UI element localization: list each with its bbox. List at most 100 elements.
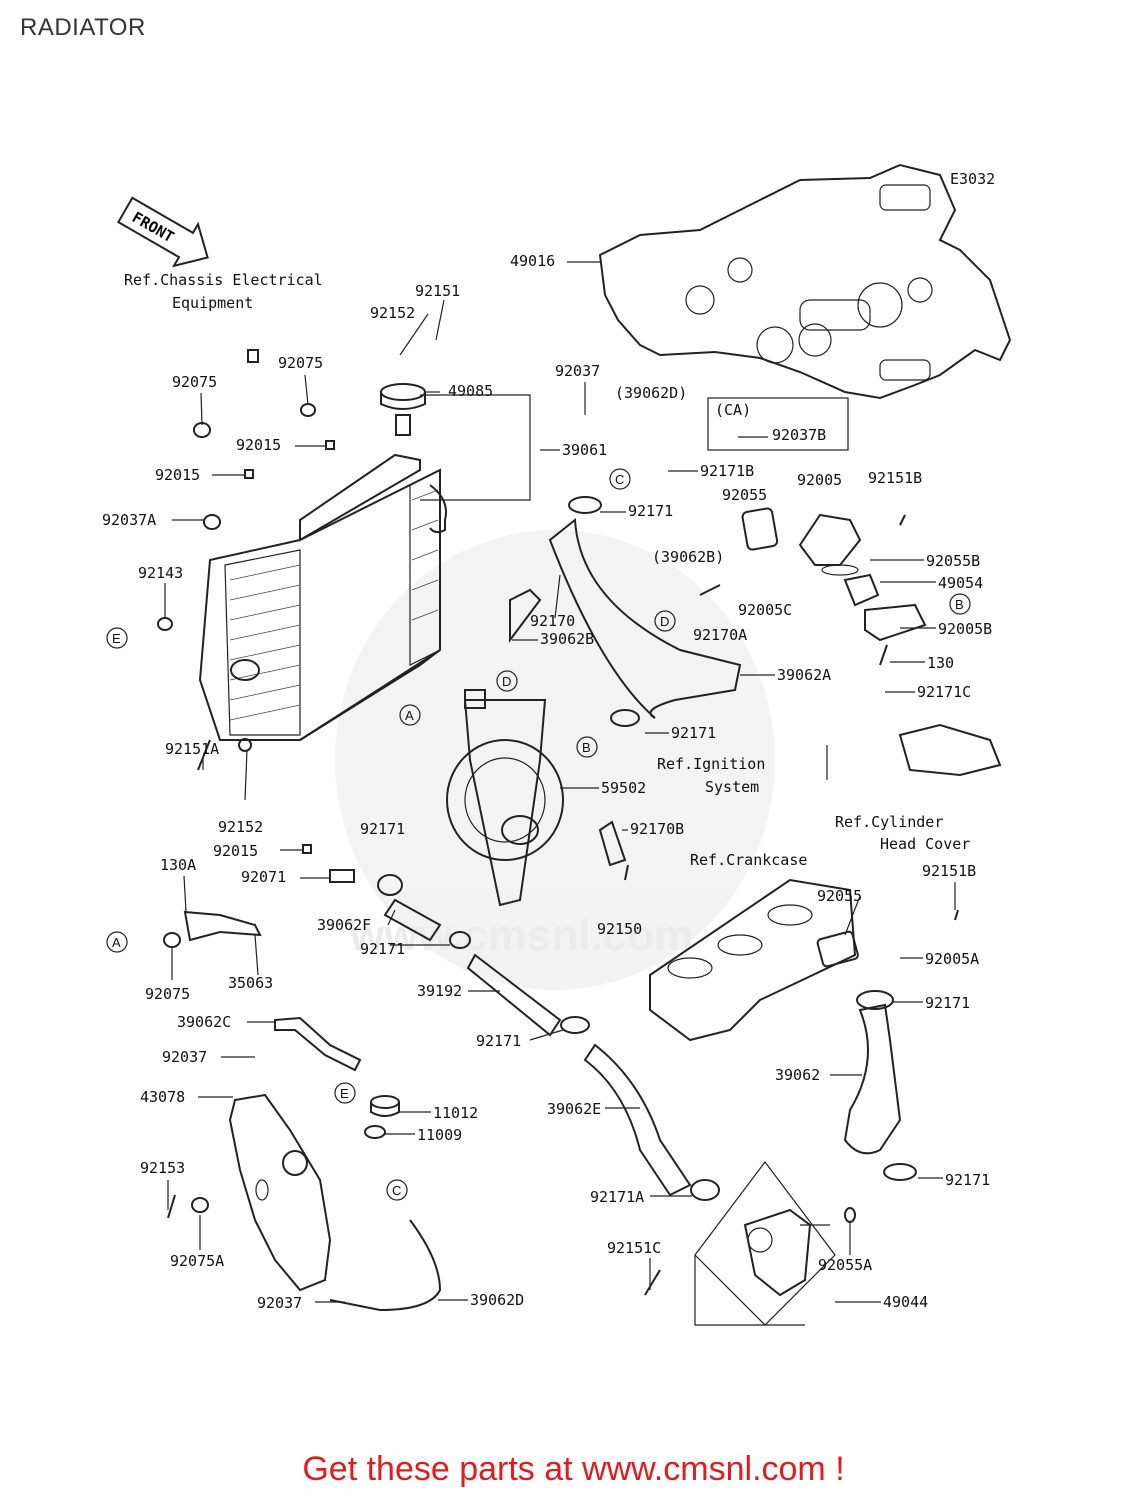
radiator-exploded-diagram: www.cmsnl.com E3032 FRONT <box>102 163 1012 1326</box>
label-92171A: 92171A <box>590 1188 644 1206</box>
svg-text:C: C <box>615 472 624 487</box>
label-92171B: 92171B <box>700 462 754 480</box>
label-92171C: 92171C <box>917 683 971 701</box>
reserve-tank-43078 <box>228 1093 332 1292</box>
label-92075-c: 92075 <box>145 985 190 1003</box>
label-92005: 92005 <box>797 471 842 489</box>
label-39061: 39061 <box>562 441 607 459</box>
heat-shield-49016 <box>598 163 1012 400</box>
label-92151: 92151 <box>415 282 460 300</box>
label-92005A: 92005A <box>925 950 979 968</box>
svg-text:D: D <box>502 674 511 689</box>
bracket-35063 <box>183 910 262 942</box>
label-39062C: 39062C <box>177 1013 231 1031</box>
label-39062D: 39062D <box>470 1291 524 1309</box>
label-92171-c: 92171 <box>360 820 405 838</box>
part-labels: 49016 92151 92152 92075 92075 49085 9203… <box>102 252 992 1312</box>
label-92152: 92152 <box>370 304 415 322</box>
ref-chassis-electrical: Ref.Chassis Electrical <box>124 271 323 289</box>
label-39062E: 39062E <box>547 1100 601 1118</box>
label-92170A: 92170A <box>693 626 747 644</box>
ref-cylinder: Ref.Cylinder <box>835 813 943 831</box>
svg-text:A: A <box>112 935 121 950</box>
svg-text:E: E <box>340 1086 349 1101</box>
leader-lines <box>164 261 956 1303</box>
callout-C-2: C <box>386 1179 408 1201</box>
label-92037B: 92037B <box>772 426 826 444</box>
page-title: RADIATOR <box>20 14 146 41</box>
label-92151B-b: 92151B <box>922 862 976 880</box>
callout-B-1: B <box>949 593 971 615</box>
ref-ignition: Ref.Ignition <box>657 755 765 773</box>
label-92171-b: 92171 <box>671 724 716 742</box>
label-92015-b: 92015 <box>155 466 200 484</box>
label-39062: 39062 <box>775 1066 820 1084</box>
drawing-code: E3032 <box>950 170 995 188</box>
label-92153: 92153 <box>140 1159 185 1177</box>
watermark-url: www.cmsnl.com <box>349 911 693 960</box>
hose-39062 <box>843 1003 902 1155</box>
ref-head-cover: Head Cover <box>880 835 970 853</box>
svg-text:C: C <box>392 1183 401 1198</box>
label-11012: 11012 <box>433 1104 478 1122</box>
reference-notes: Ref.Chassis Electrical Equipment Ref.Ign… <box>124 271 970 869</box>
label-92037-c: 92037 <box>257 1294 302 1312</box>
ref-ca-group: (CA) <box>715 401 751 419</box>
label-92143: 92143 <box>138 564 183 582</box>
label-49016: 49016 <box>510 252 555 270</box>
callout-E-2: E <box>334 1082 356 1104</box>
front-arrow-icon: FRONT <box>116 196 209 268</box>
label-39062F: 39062F <box>317 916 371 934</box>
label-92005B: 92005B <box>938 620 992 638</box>
radiator-core <box>198 453 441 741</box>
label-92037: 92037 <box>555 362 600 380</box>
thermostat-housing-92005 <box>741 507 927 642</box>
label-92171-e: 92171 <box>925 994 970 1012</box>
label-92075-b: 92075 <box>172 373 217 391</box>
label-39062A: 39062A <box>777 666 831 684</box>
cap-11012 <box>364 1095 400 1139</box>
callout-D-1: D <box>654 610 676 632</box>
label-92152-b: 92152 <box>218 818 263 836</box>
label-130A: 130A <box>160 856 196 874</box>
ref-ignition-system: System <box>705 778 759 796</box>
callout-B-2: B <box>576 736 598 758</box>
label-92170B: 92170B <box>630 820 684 838</box>
label-92015-a: 92015 <box>236 436 281 454</box>
hose-39062F <box>383 898 442 942</box>
ref-chassis-equipment: Equipment <box>172 294 253 312</box>
label-43078: 43078 <box>140 1088 185 1106</box>
hose-39062E <box>583 1043 692 1197</box>
pipe-39192 <box>466 953 562 1037</box>
callout-E-1: E <box>106 627 128 649</box>
label-59502: 59502 <box>601 779 646 797</box>
label-130: 130 <box>927 654 954 672</box>
label-49044: 49044 <box>883 1293 928 1311</box>
hose-39062A <box>548 518 742 719</box>
label-92055B: 92055B <box>926 552 980 570</box>
crankcase <box>649 878 859 1042</box>
svg-text:A: A <box>405 708 414 723</box>
label-92171-g: 92171 <box>945 1171 990 1189</box>
label-92055A: 92055A <box>818 1256 872 1274</box>
small-fasteners <box>157 349 959 1296</box>
label-92071: 92071 <box>241 868 286 886</box>
label-92171-d: 92171 <box>360 940 405 958</box>
label-39192: 39192 <box>417 982 462 1000</box>
svg-text:E: E <box>112 631 121 646</box>
fan-59502 <box>446 689 564 907</box>
promo-banner[interactable]: Get these parts at www.cmsnl.com ! <box>302 1450 845 1488</box>
cmsnl-watermark: www.cmsnl.com <box>335 530 775 990</box>
heat-shield-holes <box>685 184 933 381</box>
group-brackets <box>420 394 849 1326</box>
hose-39062D <box>329 1219 442 1312</box>
label-92075A: 92075A <box>170 1252 224 1270</box>
label-92151C: 92151C <box>607 1239 661 1257</box>
callout-A-1: A <box>399 704 421 726</box>
svg-text:B: B <box>955 597 964 612</box>
label-49054: 49054 <box>938 574 983 592</box>
label-92170: 92170 <box>530 612 575 630</box>
cylinder-head-cover <box>898 723 1002 777</box>
radiator-cap-49085 <box>380 383 426 436</box>
label-92055-b: 92055 <box>817 887 862 905</box>
